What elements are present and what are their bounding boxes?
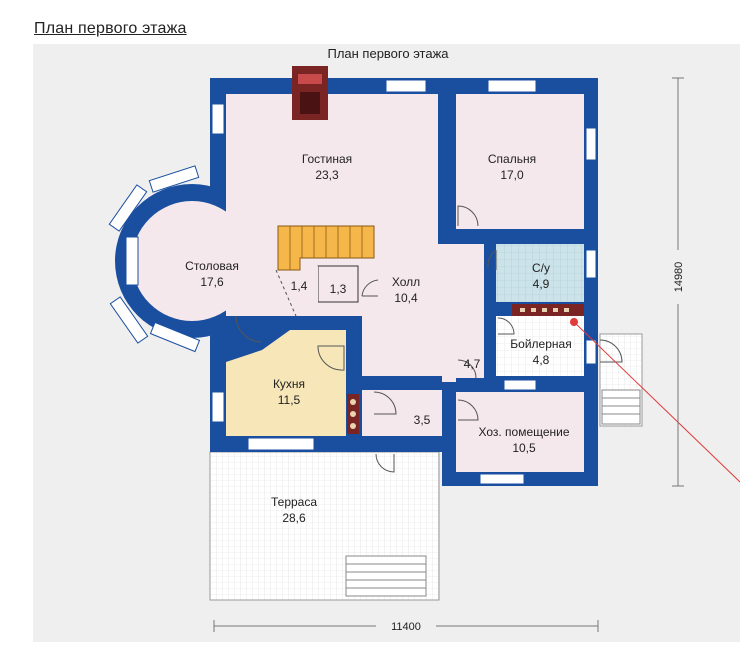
windows (211, 79, 597, 485)
room-name: Гостиная (302, 152, 352, 166)
height-dimension: 14980 (673, 262, 685, 293)
small-area-label: 1,4 (291, 279, 308, 293)
door-swings (235, 205, 623, 473)
room-area: 10,5 (512, 441, 536, 455)
room-area: 4,8 (533, 353, 550, 367)
small-area-label: 3,5 (414, 413, 431, 427)
utility-room (456, 392, 584, 472)
page-heading[interactable]: План первого этажа (34, 20, 187, 37)
staircase (277, 225, 375, 271)
room-area: 11,5 (278, 393, 301, 407)
room-name: Холл (392, 275, 420, 289)
dining-room (132, 201, 252, 321)
room-area: 4,9 (533, 277, 550, 291)
kitchen-stove (347, 394, 359, 434)
bay-windows (108, 165, 201, 353)
plan-title: План первого этажа (327, 46, 449, 61)
vestibule (362, 390, 442, 436)
terrace-steps (345, 555, 427, 597)
corridor (456, 244, 484, 378)
bedroom (456, 94, 584, 229)
boiler-room (496, 316, 584, 376)
under-stair-area (276, 266, 318, 316)
room-area: 17,6 (200, 275, 224, 289)
width-dimension: 11400 (391, 621, 421, 633)
kitchen (226, 330, 346, 436)
room-area: 28,6 (282, 511, 306, 525)
room-name: Спальня (488, 152, 536, 166)
fireplace (292, 66, 328, 120)
room-area: 23,3 (315, 168, 339, 182)
small-area-label: 1,3 (330, 282, 347, 296)
small-area-label: 4,7 (464, 357, 481, 371)
bathroom (496, 244, 584, 302)
location-marker (570, 318, 740, 483)
room-name: С/у (532, 261, 550, 275)
room-area: 10,4 (394, 291, 418, 305)
room-name: Столовая (185, 259, 239, 273)
boiler-equipment (512, 304, 584, 316)
room-name: Хоз. помещение (478, 425, 569, 439)
room-name: Бойлерная (510, 337, 571, 351)
room-name: Кухня (273, 377, 305, 391)
room-area: 17,0 (500, 168, 524, 182)
room-name: Терраса (271, 495, 317, 509)
porch-steps (601, 389, 641, 425)
